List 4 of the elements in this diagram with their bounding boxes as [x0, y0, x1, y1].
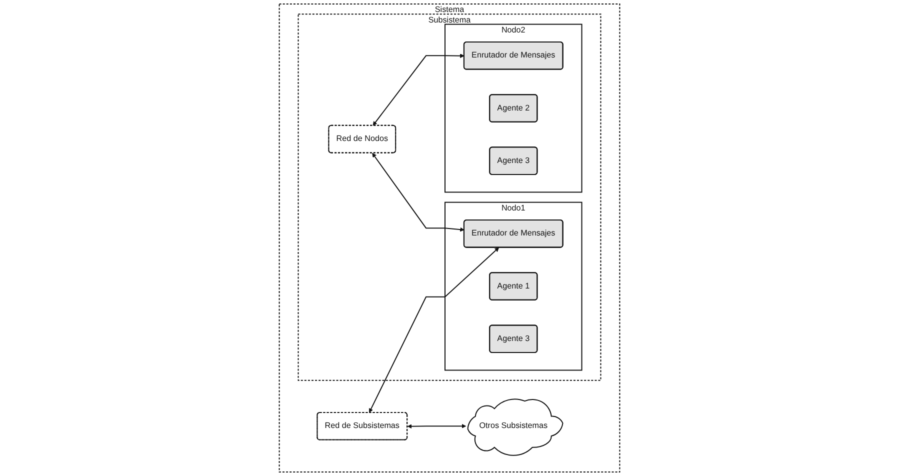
arrow	[372, 54, 464, 126]
arrow	[369, 247, 500, 413]
arrow	[372, 152, 464, 232]
arrow	[407, 424, 466, 429]
